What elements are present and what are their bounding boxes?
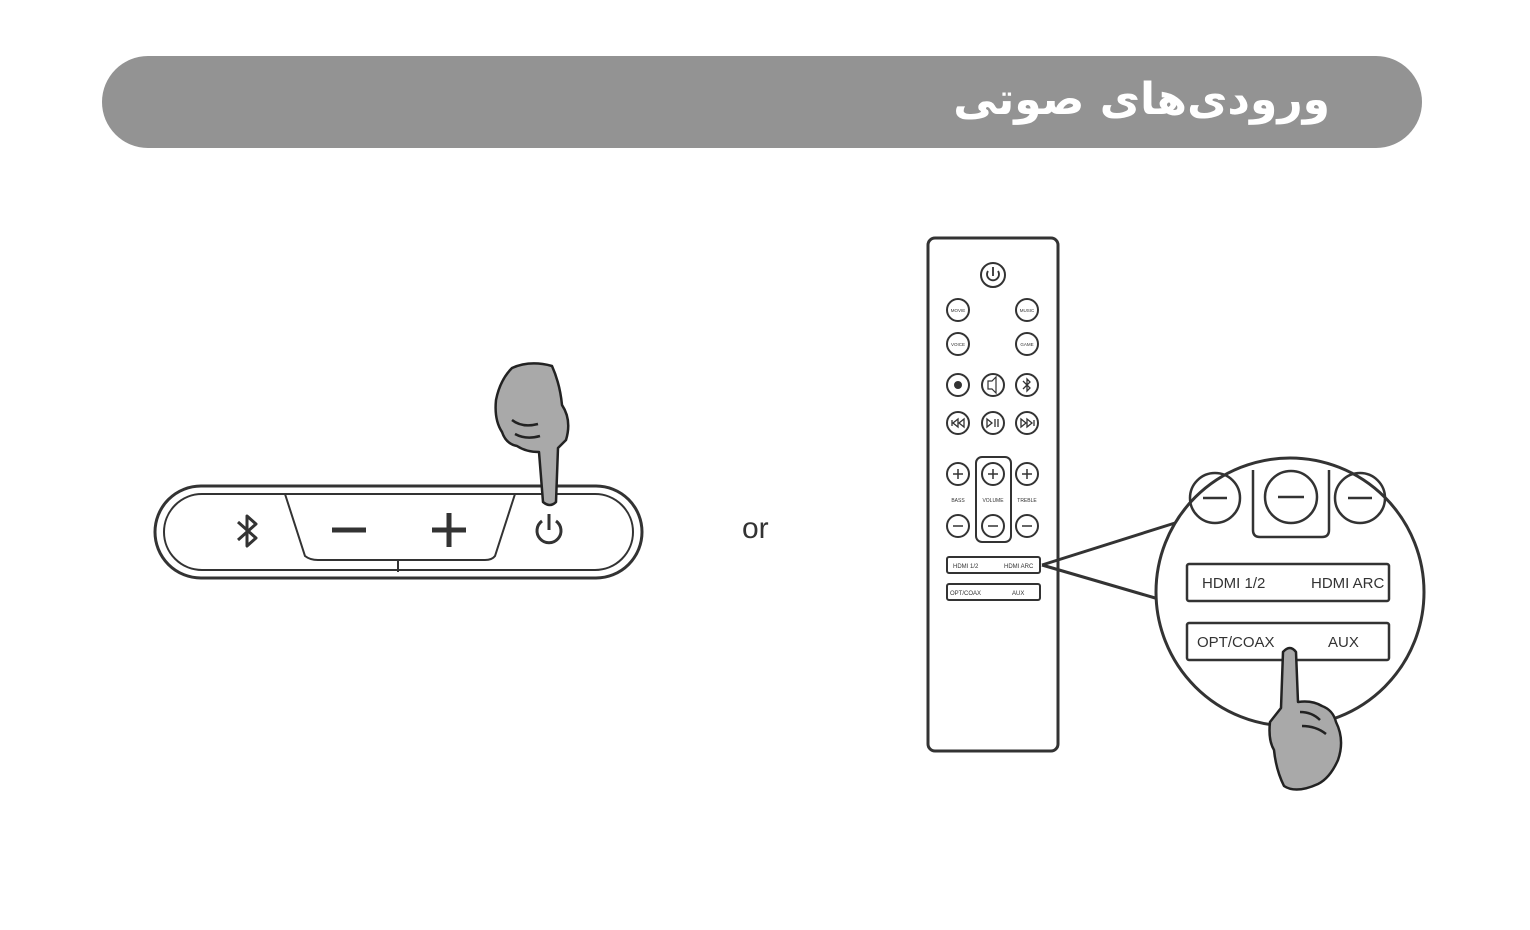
remote-bluetooth-button[interactable] — [1015, 373, 1039, 397]
previous-icon — [951, 417, 965, 429]
volume-label: VOLUME — [982, 498, 1004, 504]
light-button[interactable] — [946, 373, 970, 397]
play-pause-button[interactable] — [981, 411, 1005, 435]
play-pause-icon — [986, 417, 999, 429]
remote-hdmi-row[interactable] — [946, 556, 1041, 574]
zoom-treble-down-button[interactable] — [1333, 471, 1387, 525]
voice-label: VOICE — [951, 342, 965, 347]
zoom-volume-bay — [1251, 470, 1331, 539]
game-label: GAME — [1020, 342, 1033, 347]
previous-button[interactable] — [946, 411, 970, 435]
zoom-volume-buttons — [1188, 469, 1387, 539]
treble-label: TREBLE — [1017, 498, 1037, 504]
power-icon — [535, 519, 563, 545]
remote-volume-down-button[interactable] — [981, 514, 1005, 538]
remote-control — [926, 236, 1060, 753]
bass-down-button[interactable] — [946, 514, 970, 538]
treble-down-button[interactable] — [1015, 514, 1039, 538]
volume-bay-outline — [975, 456, 1012, 543]
soundbar-panel — [153, 484, 644, 580]
callout-line-bottom — [1041, 563, 1163, 602]
remote-hdmi12-label: HDMI 1/2 — [953, 564, 979, 570]
zoom-aux-label: AUX — [1328, 634, 1359, 651]
power-button[interactable] — [535, 514, 563, 545]
remote-hdmiarc-label: HDMI ARC — [1004, 564, 1034, 570]
zoom-bass-down-button[interactable] — [1188, 471, 1242, 525]
bass-up-button[interactable] — [946, 462, 970, 486]
music-label: MUSIC — [1020, 308, 1035, 313]
movie-button[interactable]: MOVIE — [946, 298, 970, 322]
treble-up-button[interactable] — [1015, 462, 1039, 486]
mute-button[interactable] — [981, 373, 1005, 397]
soundbar-inner — [163, 493, 634, 571]
pointing-hand-icon — [494, 362, 570, 507]
game-button[interactable]: GAME — [1015, 332, 1039, 356]
header-bar: ورودی‌های صوتی — [102, 56, 1422, 148]
zoom-optcoax-label: OPT/COAX — [1197, 634, 1275, 651]
callout-line-top — [1041, 521, 1176, 567]
remote-body — [926, 236, 1060, 753]
zoom-volume-down-button[interactable] — [1263, 469, 1319, 525]
speaker-mute-icon — [987, 375, 997, 395]
voice-button[interactable]: VOICE — [946, 332, 970, 356]
next-icon — [1020, 417, 1035, 429]
remote-opt-row[interactable] — [946, 583, 1041, 601]
zoom-hdmiarc-label: HDMI ARC — [1311, 575, 1385, 592]
or-label: or — [742, 512, 769, 545]
sun-icon — [954, 381, 962, 389]
soundbar-outer — [153, 484, 644, 580]
remote-power-button[interactable] — [980, 262, 1006, 288]
volume-up-button[interactable] — [432, 513, 466, 547]
bass-label: BASS — [951, 498, 965, 504]
remote-aux-label: AUX — [1012, 591, 1024, 597]
bluetooth-icon[interactable] — [237, 514, 258, 548]
next-button[interactable] — [1015, 411, 1039, 435]
movie-label: MOVIE — [951, 308, 966, 313]
page-title: ورودی‌های صوتی — [953, 74, 1330, 125]
zoom-hdmi12-label: HDMI 1/2 — [1202, 575, 1265, 592]
remote-optcoax-label: OPT/COAX — [950, 591, 981, 597]
zoom-pointing-hand-icon — [1268, 646, 1343, 791]
remote-volume-up-button[interactable] — [981, 462, 1005, 486]
music-button[interactable]: MUSIC — [1015, 298, 1039, 322]
remote-bluetooth-icon — [1022, 377, 1031, 393]
zoom-hdmi-row[interactable] — [1185, 562, 1391, 603]
volume-bay — [284, 493, 516, 561]
